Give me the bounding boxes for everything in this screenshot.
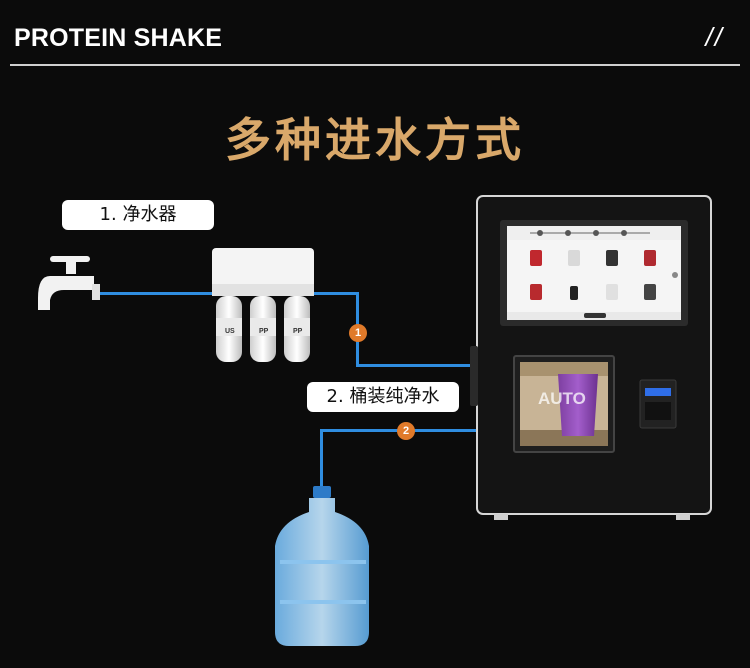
cartridge-label-1: US — [225, 328, 235, 335]
cartridge-label-3: PP — [293, 328, 303, 335]
route-badge-1: 1 — [349, 324, 367, 342]
header-title: PROTEIN SHAKE — [14, 24, 223, 52]
method-label-2: 2. 桶装纯净水 — [307, 382, 459, 412]
cartridge-label-2: PP — [259, 328, 269, 335]
pipe-filter-to-machine — [356, 364, 478, 367]
pipe-filter-out — [312, 292, 358, 295]
cup-text: AUTO — [538, 389, 586, 408]
method-label-1: 1. 净水器 — [62, 200, 214, 230]
pipe-bottle-up — [320, 429, 323, 489]
main-title: 多种进水方式 — [225, 113, 525, 167]
pipe-faucet-to-filter — [98, 292, 216, 295]
vending-machine-icon: AUTO — [470, 195, 712, 520]
header-mark: // — [705, 22, 724, 52]
route-badge-2: 2 — [397, 422, 415, 440]
water-purifier-icon: US PP PP — [212, 248, 314, 362]
faucet-icon — [38, 256, 100, 310]
header-divider — [10, 64, 740, 66]
water-bottle-icon — [275, 486, 369, 646]
